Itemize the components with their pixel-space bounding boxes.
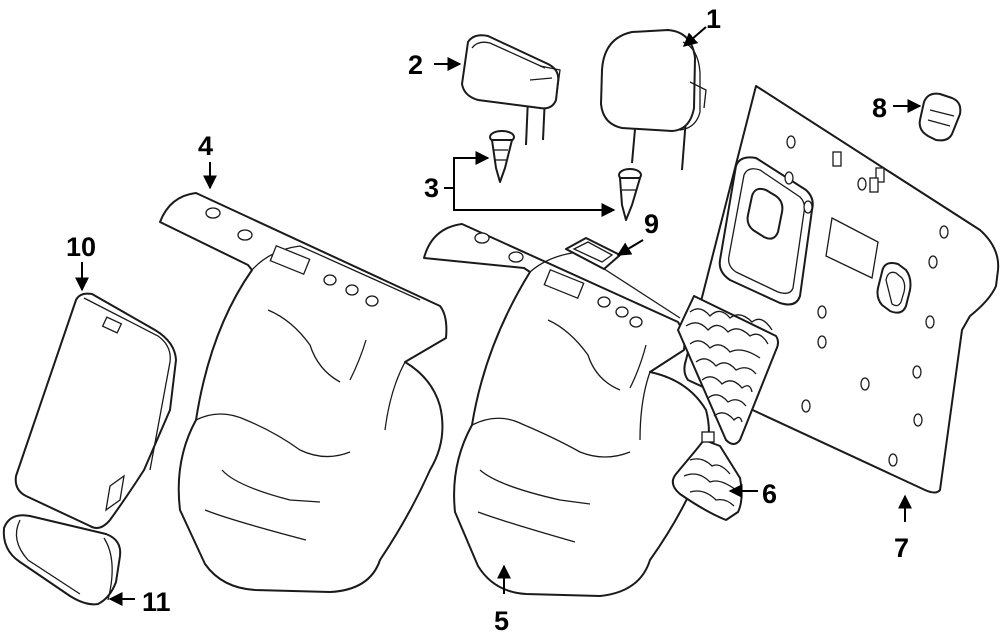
callout-10: 10 — [66, 232, 96, 262]
callout-8: 8 — [872, 93, 887, 123]
leader-9 — [616, 239, 644, 256]
spring-mat — [671, 295, 779, 521]
armrest — [14, 292, 177, 529]
callout-11: 11 — [142, 587, 171, 617]
callout-9: 9 — [644, 209, 659, 239]
callout-4: 4 — [198, 131, 213, 161]
headrest-guide-left — [489, 130, 515, 183]
callout-2: 2 — [408, 50, 423, 80]
leader-3a — [444, 151, 490, 189]
callout-7: 7 — [894, 533, 909, 563]
callout-3: 3 — [424, 173, 439, 203]
leader-1 — [682, 26, 707, 47]
left-headrest — [461, 34, 561, 146]
leader-lines — [75, 26, 922, 606]
headrest-guide-right — [618, 168, 642, 221]
callout-labels: 1 2 3 4 5 6 7 8 9 10 11 — [66, 4, 909, 636]
trim-bezel — [565, 237, 621, 270]
leader-3b — [453, 188, 616, 217]
callout-5: 5 — [494, 606, 509, 636]
callout-6: 6 — [762, 479, 777, 509]
left-seat-back — [159, 192, 448, 593]
armrest-cap — [2, 514, 122, 606]
right-seat-back — [423, 223, 710, 597]
clip — [918, 92, 962, 142]
rear-panel — [683, 85, 1000, 494]
callout-1: 1 — [706, 4, 721, 34]
right-headrest — [600, 29, 707, 171]
